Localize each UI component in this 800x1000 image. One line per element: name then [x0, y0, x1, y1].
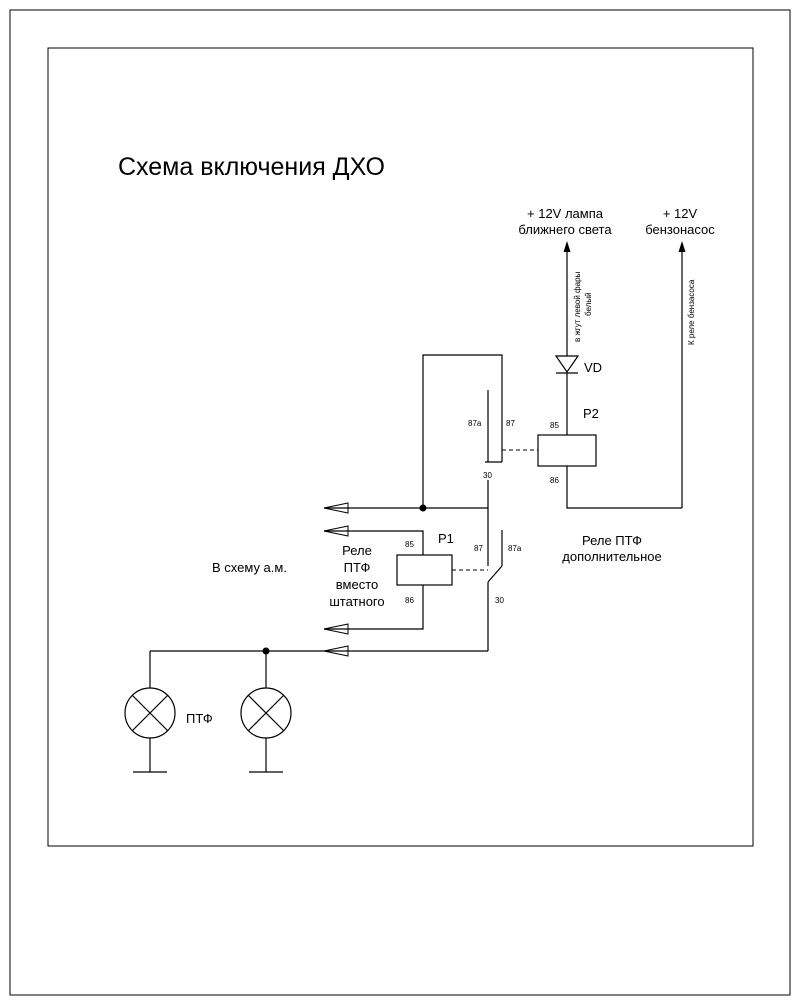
diagram-title: Схема включения ДХО	[118, 153, 385, 181]
relay-p2-pin-30: 30	[483, 471, 492, 480]
fuel-pump-supply-label-2: бензонасос	[645, 222, 715, 237]
relay-p1-caption-4: штатного	[329, 594, 384, 609]
relay-p1-pin-87a: 87a	[508, 544, 522, 553]
relay-p1-coil	[396, 554, 453, 586]
diode-symbol	[554, 355, 580, 374]
output-arrow-3	[323, 623, 349, 635]
p2-coil-wire-86	[566, 466, 682, 509]
relay-p2-name: P2	[583, 406, 599, 421]
page-frame	[9, 9, 791, 996]
relay-p2-caption-2: дополнительное	[562, 549, 661, 564]
relay-p1-pin-85: 85	[405, 540, 414, 549]
fuel-pump-relay-note: К реле бензасоса	[687, 279, 696, 345]
relay-p1-caption-1: Реле	[342, 543, 372, 558]
relay-p2-pin-87a: 87a	[468, 419, 482, 428]
relay-p1-pin-86: 86	[405, 596, 414, 605]
left-headlight-note-2: белый	[584, 292, 593, 316]
relay-p1-pin-30: 30	[495, 596, 504, 605]
diode-label: VD	[584, 360, 602, 375]
drawing-frame	[47, 47, 754, 847]
relay-p1-pin-87: 87	[474, 544, 483, 553]
output-wire-2	[324, 530, 424, 555]
p1-contact-arm	[487, 565, 503, 583]
fuel-pump-supply-label-1: + 12V	[663, 206, 698, 221]
p2-87-wire	[422, 354, 503, 508]
low-beam-supply-label-1: + 12V лампа	[527, 206, 604, 221]
relay-p2-coil	[537, 434, 597, 467]
relay-p2-pin-86: 86	[550, 476, 559, 485]
relay-p2-pin-87: 87	[506, 419, 515, 428]
lamp-1-symbol	[124, 687, 176, 739]
left-headlight-note-1: в жгут левой фары	[573, 271, 582, 342]
output-arrow-2	[323, 525, 349, 537]
output-arrow-1	[323, 502, 349, 514]
relay-p2-caption-1: Реле ПТФ	[582, 533, 642, 548]
low-beam-arrow	[563, 241, 571, 252]
relay-p1-caption-3: вместо	[336, 577, 378, 592]
relay-p1-caption-2: ПТФ	[344, 560, 371, 575]
low-beam-supply-label-2: ближнего света	[518, 222, 612, 237]
relay-p1-name: P1	[438, 531, 454, 546]
output-wire-3	[324, 585, 424, 630]
to-car-circuit-label: В схему а.м.	[212, 560, 287, 575]
lamp-2-symbol	[240, 687, 292, 739]
relay-p2-pin-85: 85	[550, 421, 559, 430]
lamps-label: ПТФ	[186, 711, 213, 726]
output-arrow-4	[323, 645, 349, 657]
fuel-pump-arrow	[678, 241, 686, 252]
